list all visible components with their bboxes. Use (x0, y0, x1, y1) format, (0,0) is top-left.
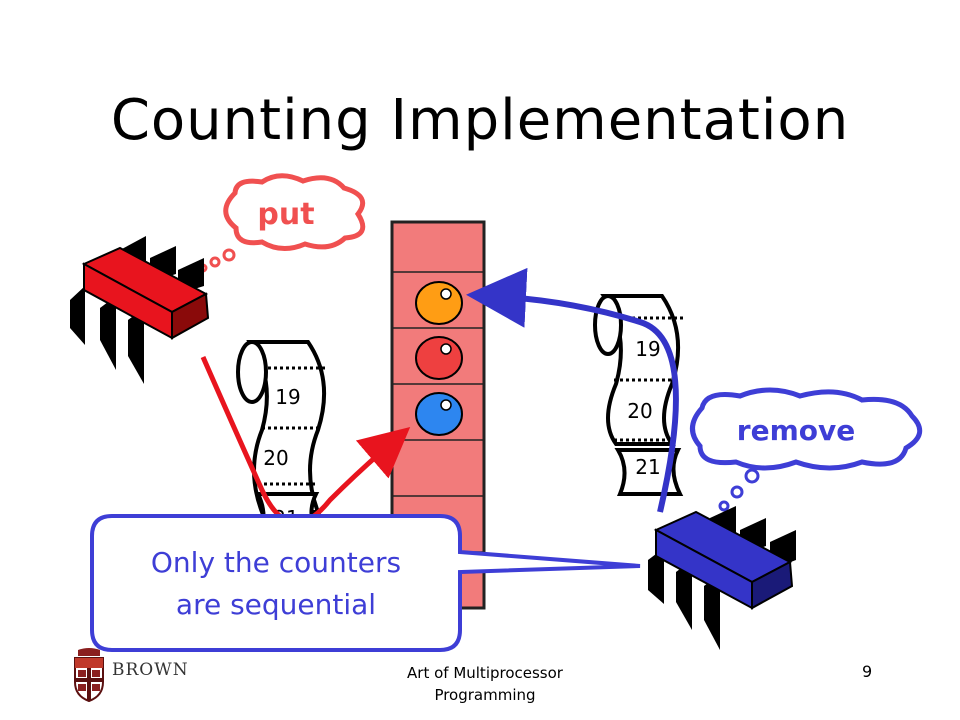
right-roll-value-21: 21 (635, 455, 660, 479)
brown-shield-logo (74, 648, 104, 702)
put-thought-dot (209, 256, 221, 268)
left-counter-roll: 19 20 21 (236, 340, 327, 538)
left-roll-value-19: 19 (275, 385, 300, 409)
callout-line-1: Only the counters (151, 546, 401, 579)
put-thought-bubble: put (198, 173, 366, 273)
remove-bubble-label: remove (737, 414, 855, 447)
right-roll-value-20: 20 (627, 399, 652, 423)
callout: Only the counters are sequential (90, 514, 641, 652)
item-ball-red (415, 336, 463, 380)
brown-logo-text: BROWN (112, 660, 189, 680)
put-thought-dot (222, 248, 236, 262)
blue-thread-chip (648, 506, 796, 650)
item-ball-blue (415, 392, 463, 436)
left-roll-value-20: 20 (263, 446, 288, 470)
right-roll-value-19: 19 (635, 337, 660, 361)
remove-thought-dot (744, 468, 760, 484)
footer-text: Art of Multiprocessor Programming (407, 664, 563, 704)
remove-thought-dot (730, 485, 744, 499)
slide-title: Counting Implementation (110, 88, 850, 153)
page-number: 9 (862, 662, 873, 681)
callout-line-2: are sequential (176, 588, 376, 621)
remove-thought-bubble: remove (690, 387, 923, 512)
put-bubble-label: put (257, 197, 314, 232)
remove-thread-path (466, 267, 679, 513)
remove-thought-dot (718, 500, 730, 512)
red-thread-chip (70, 236, 210, 384)
item-ball-orange (415, 281, 463, 325)
